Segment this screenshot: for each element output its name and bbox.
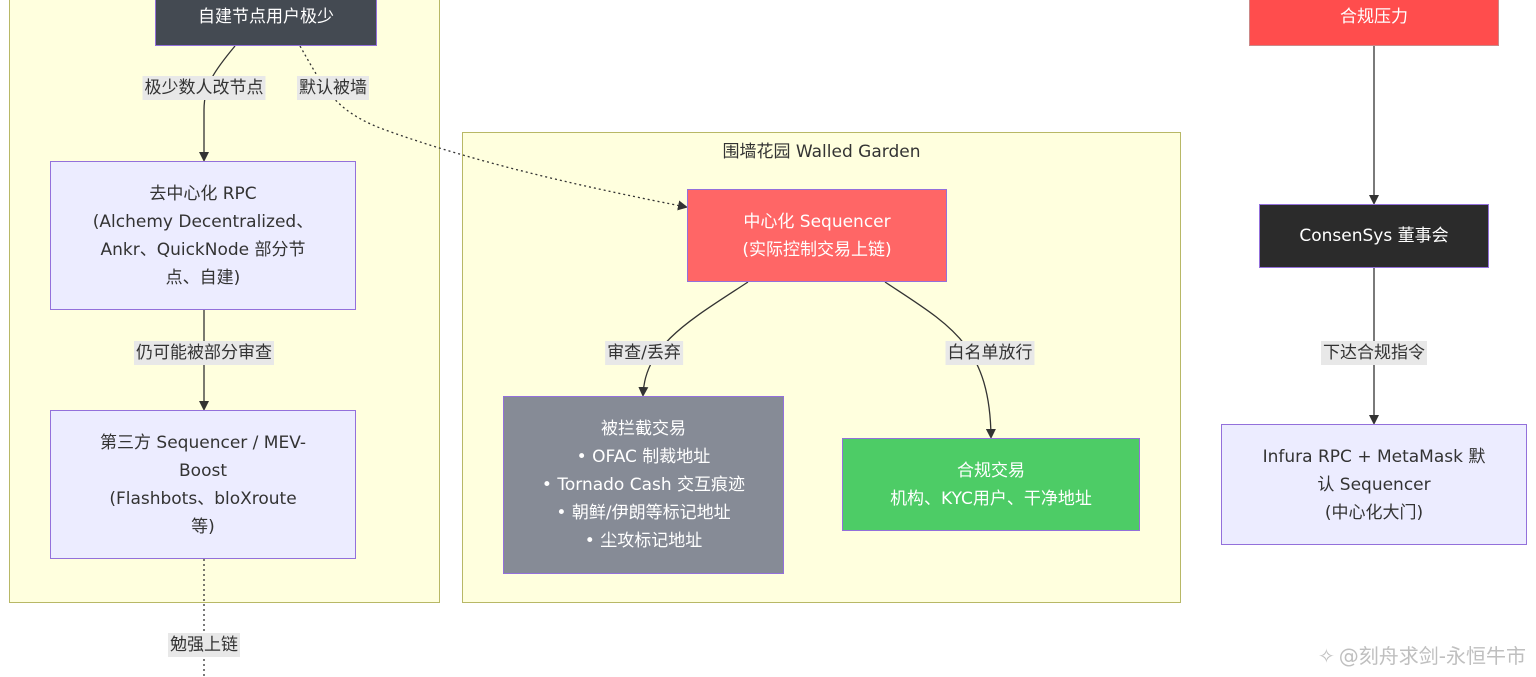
label-default-walled: 默认被墙 [297,76,369,100]
sequencer-line-1: 中心化 Sequencer [743,211,891,232]
infura-line-3: (中心化大门) [1324,502,1424,523]
infura-line-1: Infura RPC + MetaMask 默 [1262,446,1486,467]
infura-node: Infura RPC + MetaMask 默 认 Sequencer (中心化… [1221,424,1527,545]
label-barely-onchain: 勉强上链 [168,633,240,657]
label-whitelist: 白名单放行 [945,341,1035,365]
consensys-text: ConsenSys 董事会 [1299,226,1449,246]
rpc-line-3: Ankr、QuickNode 部分节 [100,239,306,260]
blocked-line-2: • OFAC 制裁地址 [576,447,711,467]
edge-self-to-sequencer [299,45,688,211]
consensys-board-node: ConsenSys 董事会 [1259,204,1489,268]
rpc-line-2: (Alchemy Decentralized、 [92,211,314,232]
pressure-text: 合规压力 [1340,7,1408,27]
compliant-tx-node: 合规交易 机构、KYC用户、干净地址 [842,438,1140,531]
third-party-sequencer-node: 第三方 Sequencer / MEV- Boost (Flashbots、bl… [50,410,356,559]
rpc-line-4: 点、自建) [165,267,241,288]
blocked-tx-node: 被拦截交易 • OFAC 制裁地址 • Tornado Cash 交互痕迹 • … [503,396,784,574]
label-censor-drop: 审查/丢弃 [605,341,683,365]
third-line-4: 等) [191,516,215,537]
blocked-line-1: 被拦截交易 [601,419,686,439]
watermark-text: @刻舟求剑-永恒牛市 [1338,644,1526,668]
compliant-line-1: 合规交易 [957,460,1025,481]
blocked-line-5: • 尘攻标记地址 [584,531,703,551]
third-line-2: Boost [179,460,227,481]
label-partial-censor: 仍可能被部分审查 [134,341,274,365]
third-line-1: 第三方 Sequencer / MEV- [100,432,306,453]
edge-self-to-rpc [199,45,236,162]
edge-seq-to-blocked [638,281,749,397]
central-sequencer-node: 中心化 Sequencer (实际控制交易上链) [687,189,947,282]
self-built-text: 自建节点用户极少 [198,7,334,27]
blocked-line-3: • Tornado Cash 交互痕迹 [541,475,746,495]
decentralized-rpc-node: 去中心化 RPC (Alchemy Decentralized、 Ankr、Qu… [50,161,356,310]
third-line-3: (Flashbots、bloXroute [109,488,297,509]
self-built-node: 自建节点用户极少 [155,0,377,46]
watermark: ✧@刻舟求剑-永恒牛市 [1318,640,1526,669]
diamond-logo-icon: ✧ [1318,644,1335,668]
label-issue-order: 下达合规指令 [1321,341,1427,365]
compliant-line-2: 机构、KYC用户、干净地址 [890,488,1092,509]
walled-garden-title: 围墙花园 Walled Garden [722,142,921,162]
blocked-line-4: • 朝鲜/伊朗等标记地址 [556,503,731,523]
rpc-line-1: 去中心化 RPC [149,183,257,204]
label-very-few-change: 极少数人改节点 [142,76,266,100]
compliance-pressure-node: 合规压力 [1249,0,1499,46]
sequencer-line-2: (实际控制交易上链) [742,239,892,260]
infura-line-2: 认 Sequencer [1317,474,1431,495]
